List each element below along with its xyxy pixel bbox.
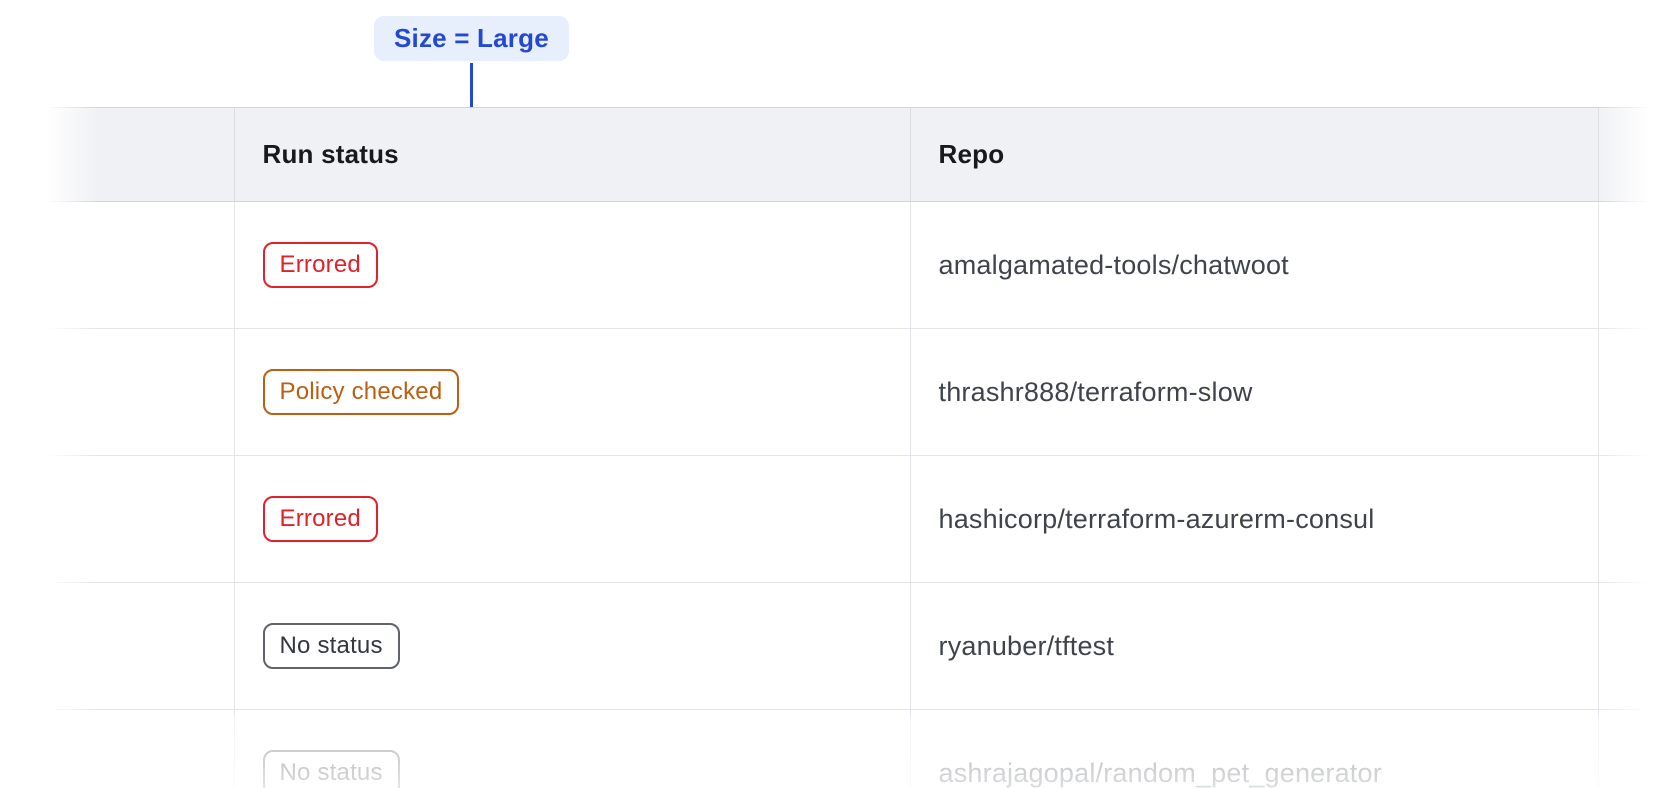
table-header-row: Run status Repo xyxy=(43,107,1672,202)
table-row: No status ryanuber/tftest xyxy=(43,582,1672,710)
table-body: Errored amalgamated-tools/chatwoot Polic… xyxy=(43,201,1672,788)
run-status-badge: Errored xyxy=(262,496,378,542)
run-status-badge: No status xyxy=(262,750,400,788)
repo-cell-text: hashicorp/terraform-azurerm-consul xyxy=(938,503,1375,534)
run-status-cell: Errored xyxy=(233,455,910,583)
size-annotation-pill: Size = Large xyxy=(374,16,569,61)
runs-table: Run status Repo Errored amalgamated-tool… xyxy=(43,107,1672,788)
table-row: No status ashrajagopal/random_pet_genera… xyxy=(43,709,1672,788)
header-cell-trailing xyxy=(1597,107,1672,202)
table-row: Policy checked thrashr888/terraform-slow xyxy=(43,328,1672,456)
row-trailing-cell xyxy=(1597,582,1672,710)
row-trailing-cell xyxy=(1597,201,1672,329)
run-status-badge: No status xyxy=(262,623,400,669)
repo-cell-text: amalgamated-tools/chatwoot xyxy=(938,249,1289,280)
header-cell-spacer xyxy=(43,107,234,202)
repo-cell-text: thrashr888/terraform-slow xyxy=(938,376,1253,407)
size-annotation-label: Size = Large xyxy=(394,23,549,53)
header-cell-run-status: Run status xyxy=(233,107,910,202)
repo-cell: ryanuber/tftest xyxy=(909,582,1598,710)
row-trailing-cell xyxy=(1597,328,1672,456)
row-spacer-cell xyxy=(43,328,234,456)
run-status-badge: Errored xyxy=(262,242,378,288)
run-status-cell: Policy checked xyxy=(233,328,910,456)
table-row: Errored amalgamated-tools/chatwoot xyxy=(43,201,1672,329)
repo-cell: hashicorp/terraform-azurerm-consul xyxy=(909,455,1598,583)
run-status-cell: Errored xyxy=(233,201,910,329)
row-spacer-cell xyxy=(43,582,234,710)
table-row: Errored hashicorp/terraform-azurerm-cons… xyxy=(43,455,1672,583)
header-cell-repo: Repo xyxy=(909,107,1598,202)
run-status-cell: No status xyxy=(233,582,910,710)
repo-cell-text: ashrajagopal/random_pet_generator xyxy=(938,757,1382,788)
repo-cell: thrashr888/terraform-slow xyxy=(909,328,1598,456)
run-status-cell: No status xyxy=(233,709,910,788)
row-spacer-cell xyxy=(43,201,234,329)
row-trailing-cell xyxy=(1597,455,1672,583)
run-status-badge: Policy checked xyxy=(262,369,460,415)
runs-table-container: Run status Repo Errored amalgamated-tool… xyxy=(43,107,1672,788)
row-spacer-cell xyxy=(43,709,234,788)
row-spacer-cell xyxy=(43,455,234,583)
repo-cell-text: ryanuber/tftest xyxy=(938,630,1115,661)
row-trailing-cell xyxy=(1597,709,1672,788)
repo-cell: amalgamated-tools/chatwoot xyxy=(909,201,1598,329)
repo-cell: ashrajagopal/random_pet_generator xyxy=(909,709,1598,788)
